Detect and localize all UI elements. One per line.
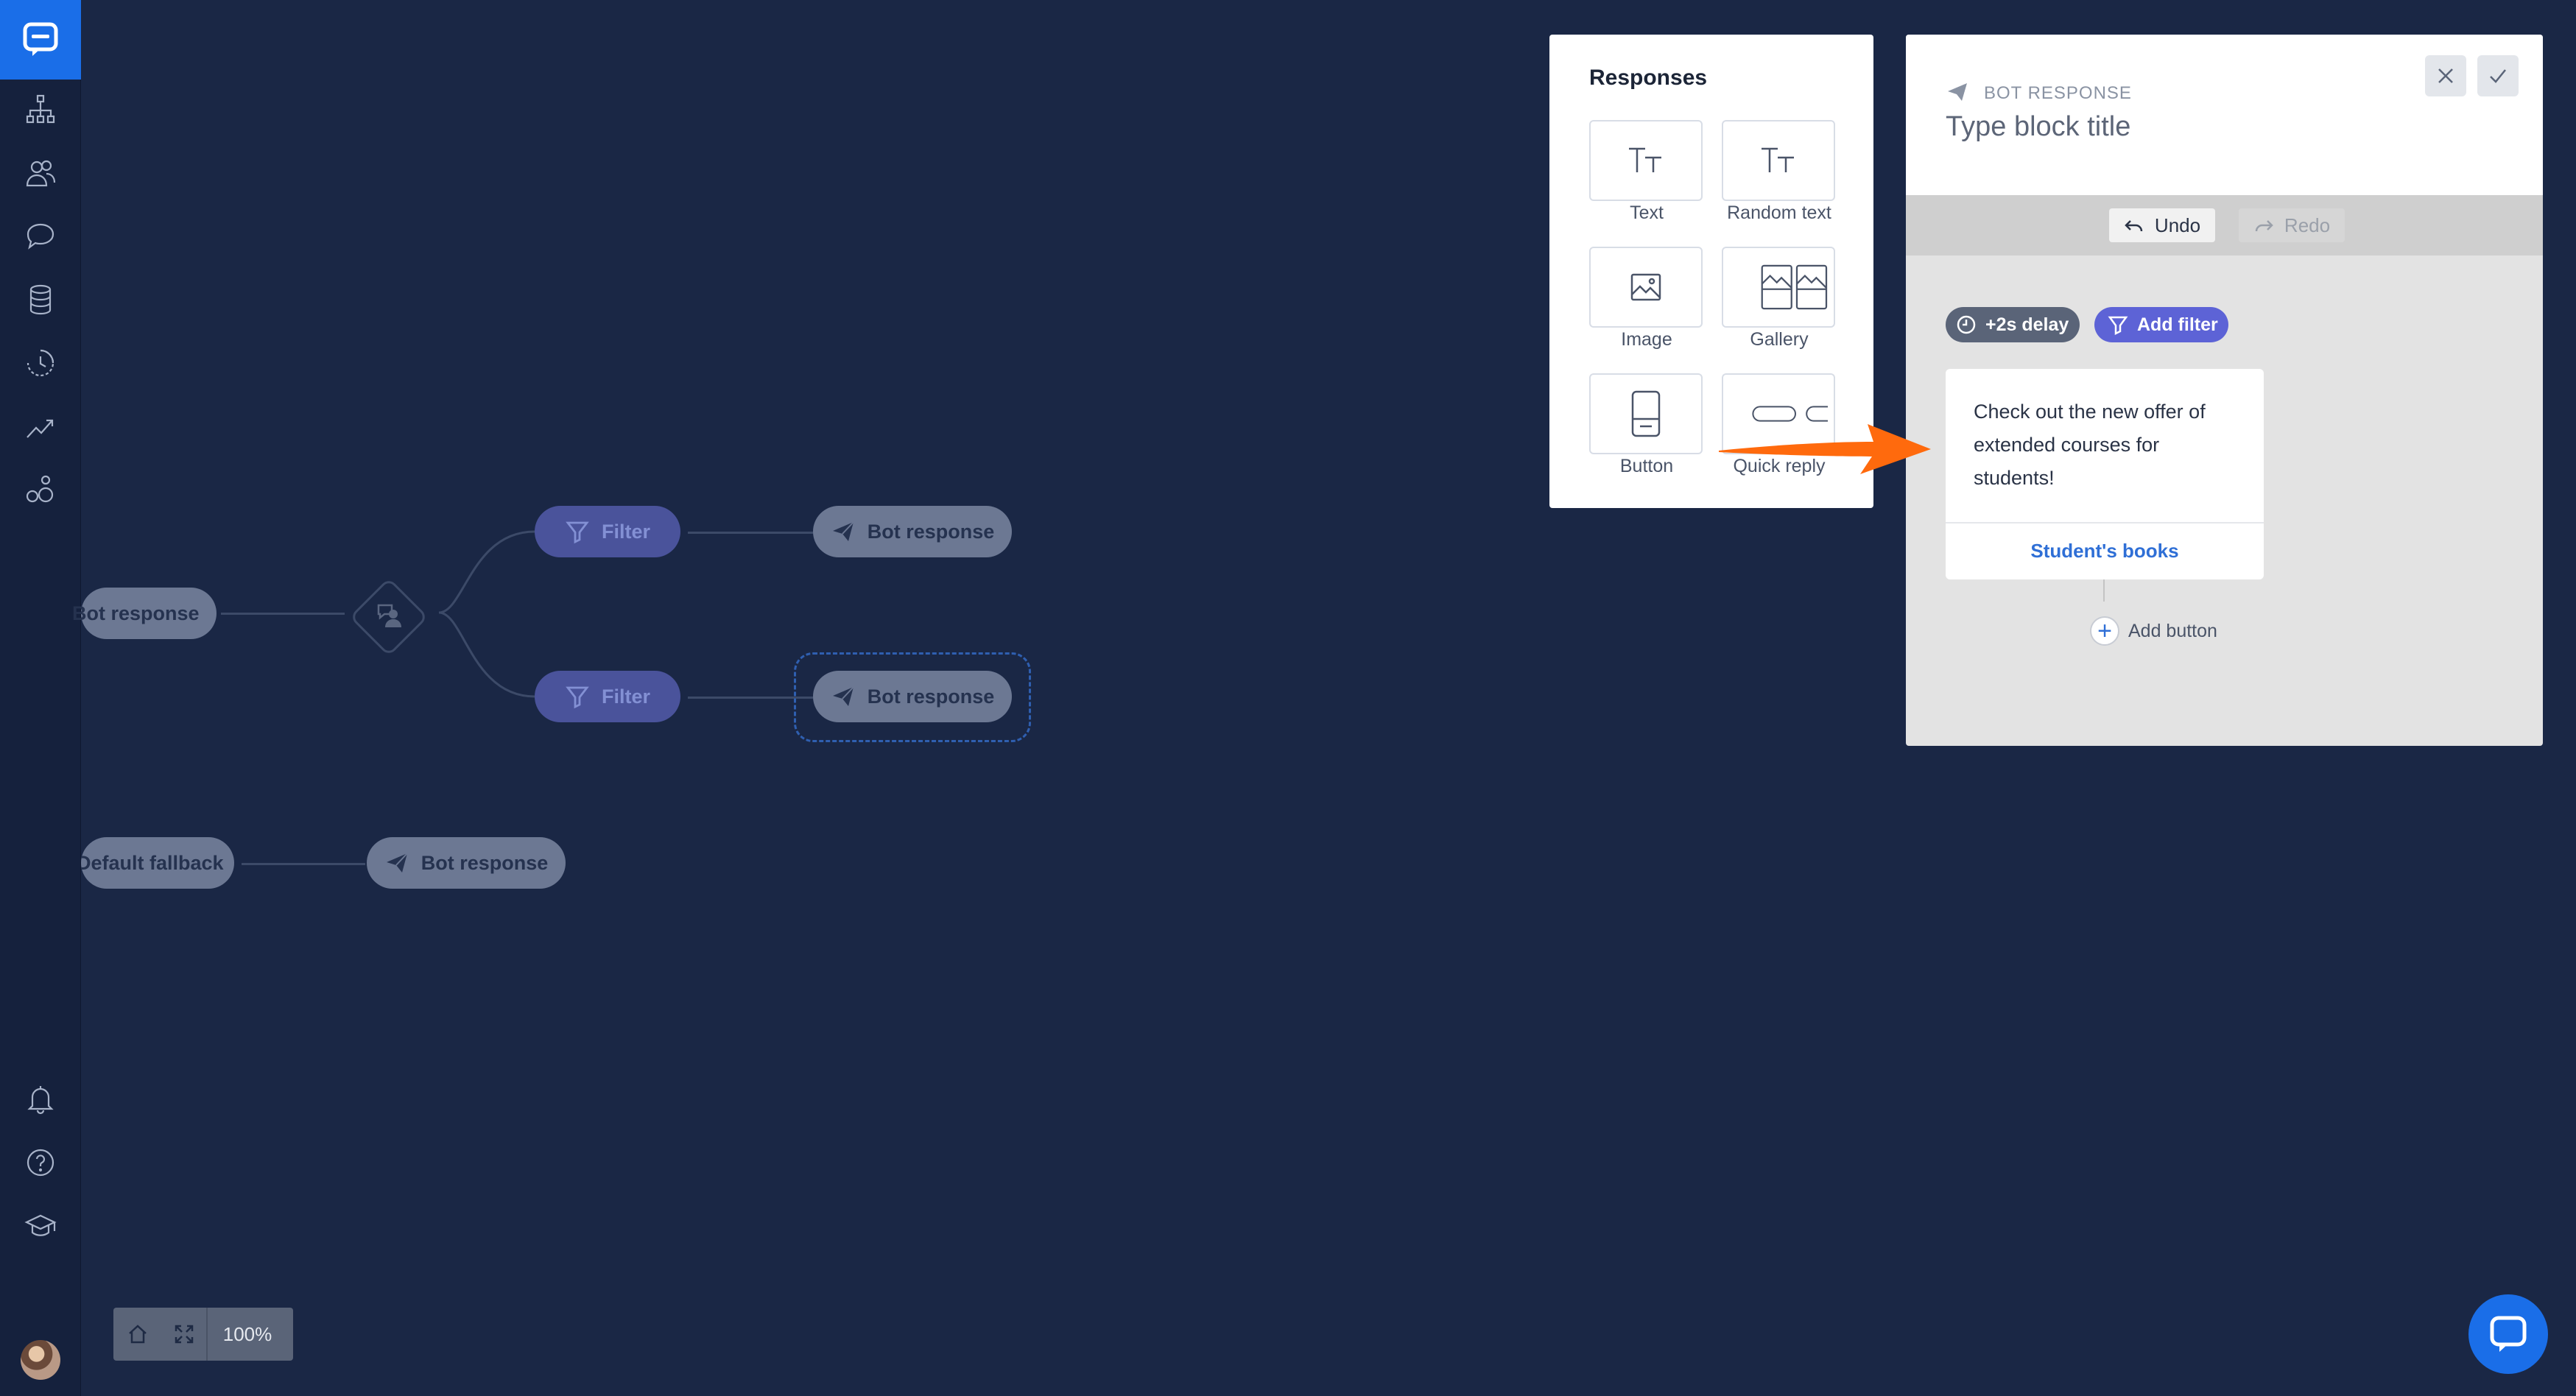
plus-icon: + xyxy=(2090,616,2119,646)
confirm-button[interactable] xyxy=(2477,55,2519,96)
paper-plane-icon xyxy=(1948,83,1967,101)
bot-panel-header: BOT RESPONSE Type block title xyxy=(1906,35,2543,195)
chat-bubble-icon xyxy=(2490,1316,2527,1352)
zoom-toolbar: 100% xyxy=(113,1308,293,1361)
node-label: Bot response xyxy=(867,685,995,708)
academy-icon[interactable] xyxy=(22,1208,59,1244)
app-logo[interactable] xyxy=(0,0,81,80)
message-text[interactable]: Check out the new offer of extended cour… xyxy=(1974,401,2206,489)
redo-label: Redo xyxy=(2284,214,2331,236)
chat-launcher-button[interactable] xyxy=(2468,1294,2548,1374)
integrations-icon[interactable] xyxy=(22,471,59,508)
response-image-tile[interactable] xyxy=(1589,247,1703,328)
message-divider xyxy=(1946,522,2264,524)
add-filter-label: Add filter xyxy=(2137,314,2218,335)
history-icon[interactable] xyxy=(22,345,59,381)
node-label: Bot response xyxy=(72,602,200,624)
node-filter-bottom[interactable]: Filter xyxy=(535,671,680,722)
add-button[interactable]: + Add button xyxy=(2090,616,2217,646)
bell-icon[interactable] xyxy=(22,1081,59,1118)
home-button[interactable] xyxy=(113,1308,162,1361)
block-title-input[interactable]: Type block title xyxy=(1946,111,2131,142)
response-gallery-label: Gallery xyxy=(1750,329,1809,350)
undo-label: Undo xyxy=(2154,214,2201,236)
check-icon xyxy=(2490,69,2506,83)
node-label: Default fallback xyxy=(81,851,224,874)
responses-title: Responses xyxy=(1589,66,1708,90)
response-image-label: Image xyxy=(1621,329,1672,350)
connector xyxy=(242,863,365,865)
node-bot-response-selected[interactable]: Bot response xyxy=(813,671,1012,722)
undo-redo-bar: Undo Redo xyxy=(1906,195,2543,255)
filter-icon xyxy=(566,686,589,709)
home-icon xyxy=(129,1325,147,1344)
zoom-level[interactable]: 100% xyxy=(206,1308,287,1361)
add-filter-chip[interactable]: Add filter xyxy=(2094,307,2228,342)
gallery-icon xyxy=(1761,264,1828,310)
random-text-icon xyxy=(1762,147,1794,172)
node-bot-response-left[interactable]: Bot response xyxy=(72,588,217,639)
users-icon[interactable] xyxy=(22,155,59,191)
response-button-label: Button xyxy=(1619,456,1674,476)
response-text-label: Text xyxy=(1630,202,1664,223)
add-button-label: Add button xyxy=(2128,620,2217,641)
quick-reply-icon xyxy=(1752,406,1828,422)
bot-response-panel: BOT RESPONSE Type block title Undo Redo … xyxy=(1906,35,2543,746)
image-icon xyxy=(1630,273,1661,301)
connector xyxy=(688,532,813,534)
orange-arrow-icon xyxy=(1719,424,1931,474)
close-button[interactable] xyxy=(2425,55,2466,96)
node-bot-response-top[interactable]: Bot response xyxy=(813,506,1012,557)
selection-frame xyxy=(794,652,1031,742)
node-label: Bot response xyxy=(420,851,549,874)
text-icon xyxy=(1629,147,1661,172)
node-filter-top[interactable]: Filter xyxy=(535,506,680,557)
filter-icon xyxy=(566,521,589,544)
fit-screen-button[interactable] xyxy=(162,1308,206,1361)
response-random-text-label: Random text xyxy=(1727,202,1831,223)
node-label: Bot response xyxy=(867,520,995,543)
chat-icon[interactable] xyxy=(22,218,59,255)
help-icon[interactable] xyxy=(22,1144,59,1181)
branch-connector xyxy=(438,530,535,698)
message-card[interactable]: Check out the new offer of extended cour… xyxy=(1946,369,2264,579)
expand-icon xyxy=(175,1325,194,1344)
response-button-tile[interactable] xyxy=(1589,373,1703,454)
delay-label: +2s delay xyxy=(1985,314,2069,335)
connector xyxy=(688,697,813,699)
node-label: Filter xyxy=(601,520,650,543)
close-icon xyxy=(2438,68,2453,83)
undo-icon xyxy=(2125,220,2143,232)
paper-plane-icon xyxy=(832,521,854,541)
clock-icon xyxy=(1957,315,1976,334)
avatar[interactable] xyxy=(21,1340,60,1380)
message-button[interactable]: Student's books xyxy=(2030,539,2179,562)
node-label: Filter xyxy=(601,685,650,708)
add-button-stem xyxy=(2103,579,2105,602)
database-icon[interactable] xyxy=(22,281,59,318)
user-condition-icon xyxy=(377,604,401,627)
response-text-tile[interactable] xyxy=(1589,120,1703,201)
sidebar xyxy=(0,0,81,1396)
response-quick-reply-label: Quick reply xyxy=(1733,456,1826,476)
stories-icon[interactable] xyxy=(22,91,59,128)
filter-icon xyxy=(2108,316,2128,335)
undo-button[interactable]: Undo xyxy=(2109,208,2215,242)
response-gallery-tile[interactable] xyxy=(1722,247,1835,328)
chat-bubble-logo-icon xyxy=(23,22,58,56)
button-icon xyxy=(1631,390,1661,437)
delay-chip[interactable]: +2s delay xyxy=(1946,307,2080,342)
redo-icon xyxy=(2255,220,2273,232)
paper-plane-icon xyxy=(386,853,408,872)
connector xyxy=(221,613,345,615)
node-default-fallback[interactable]: Default fallback xyxy=(81,837,234,889)
response-quick-reply-tile[interactable] xyxy=(1722,373,1835,454)
analytics-icon[interactable] xyxy=(22,408,59,445)
paper-plane-icon xyxy=(832,686,854,706)
node-bot-response-fallback[interactable]: Bot response xyxy=(367,837,566,889)
redo-button[interactable]: Redo xyxy=(2239,208,2345,242)
responses-panel: Responses Text Random text Image Gallery… xyxy=(1549,35,1873,508)
bot-panel-kicker: BOT RESPONSE xyxy=(1984,83,2132,103)
response-random-text-tile[interactable] xyxy=(1722,120,1835,201)
